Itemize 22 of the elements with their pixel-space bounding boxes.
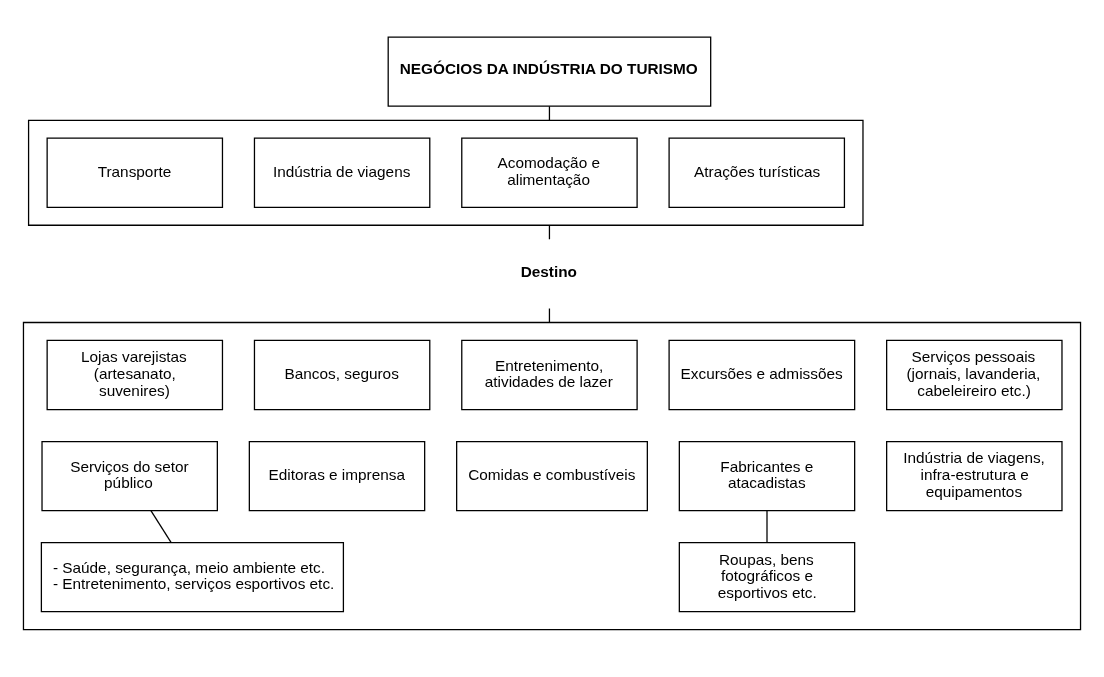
node-box: - Saúde, segurança, meio ambiente etc. - Entretenimento, serviços esportivos etc. (40, 542, 345, 613)
node-box: NEGÓCIOS DA INDÚSTRIA DO TURISMO (387, 36, 712, 107)
connector (150, 510, 172, 544)
node-box: Entretenimento, atividades de lazer (461, 339, 638, 411)
node-box: Indústria de viagens (253, 137, 431, 208)
node-box: Fabricantes e atacadistas (678, 440, 856, 512)
connector (766, 510, 768, 544)
node-box: Lojas varejistas (artesanato, suvenires) (46, 339, 224, 411)
node-box: Bancos, seguros (253, 339, 431, 411)
node-box: Indústria de viagens, infra-estrutura e equipamentos (886, 440, 1063, 512)
cluster (22, 321, 1082, 631)
node-box: Excursões e admissões (668, 339, 856, 411)
cluster (27, 119, 864, 226)
node-box: Roupas, bens fotográficos e esportivos etc. (678, 542, 856, 613)
node-box: Transporte (46, 137, 224, 208)
node-box: Comidas e combustíveis (456, 440, 648, 512)
node-box: Editoras e imprensa (248, 440, 426, 512)
node-box: Serviços do setor público (41, 440, 218, 512)
node-box: Serviços pessoais (jornais, lavanderia, cabeleireiro etc.) (886, 339, 1063, 411)
node-box: Acomodação e alimentação (461, 137, 638, 208)
node-box: Atrações turísticas (668, 137, 846, 208)
node-text: Destino (520, 262, 577, 280)
